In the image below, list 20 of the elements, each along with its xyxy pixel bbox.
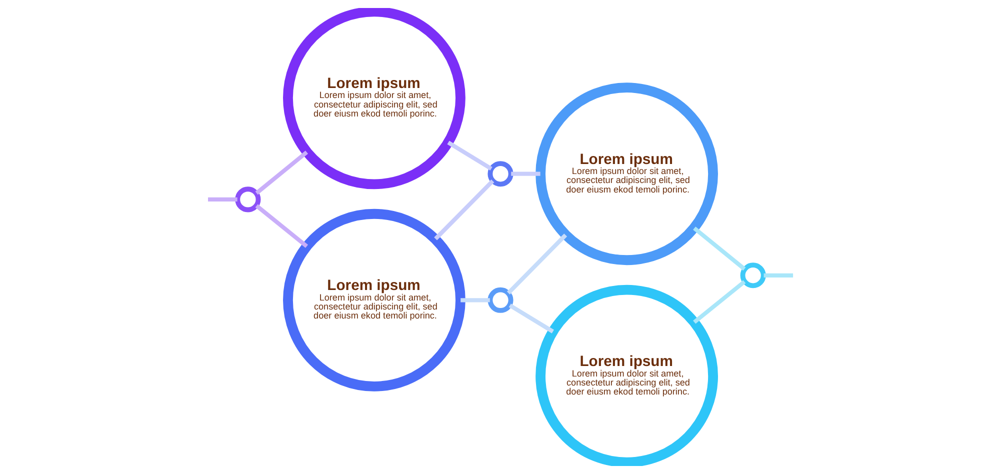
connector [763, 273, 793, 278]
connector [692, 280, 746, 324]
connector [208, 197, 237, 202]
node-circle: Lorem ipsum Lorem ipsum dolor sit amet, consectetur adipiscing elit, sed doer eiusm ekod temoli porinc. [535, 284, 718, 466]
node-circle [234, 186, 260, 212]
connector [508, 304, 554, 334]
node-circle: Lorem ipsum Lorem ipsum dolor sit amet, consectetur adipiscing elit, sed doer eiusm ekod temoli porinc. [535, 82, 718, 266]
node-circle: Lorem ipsum Lorem ipsum dolor sit amet, consectetur adipiscing elit, sed doer eiusm ekod temoli porinc. [282, 8, 465, 190]
node-circle [487, 287, 513, 313]
connector [254, 204, 308, 248]
connector [254, 150, 308, 195]
node-circle [740, 262, 766, 288]
connector [506, 234, 567, 294]
connector [446, 140, 492, 170]
connector [692, 226, 746, 271]
node-circle [487, 161, 513, 187]
connector [510, 172, 540, 176]
connector [460, 298, 490, 302]
node-circle: Lorem ipsum Lorem ipsum dolor sit amet, consectetur adipiscing elit, sed doer eiusm ekod temoli porinc. [282, 208, 465, 392]
connector [434, 179, 494, 240]
